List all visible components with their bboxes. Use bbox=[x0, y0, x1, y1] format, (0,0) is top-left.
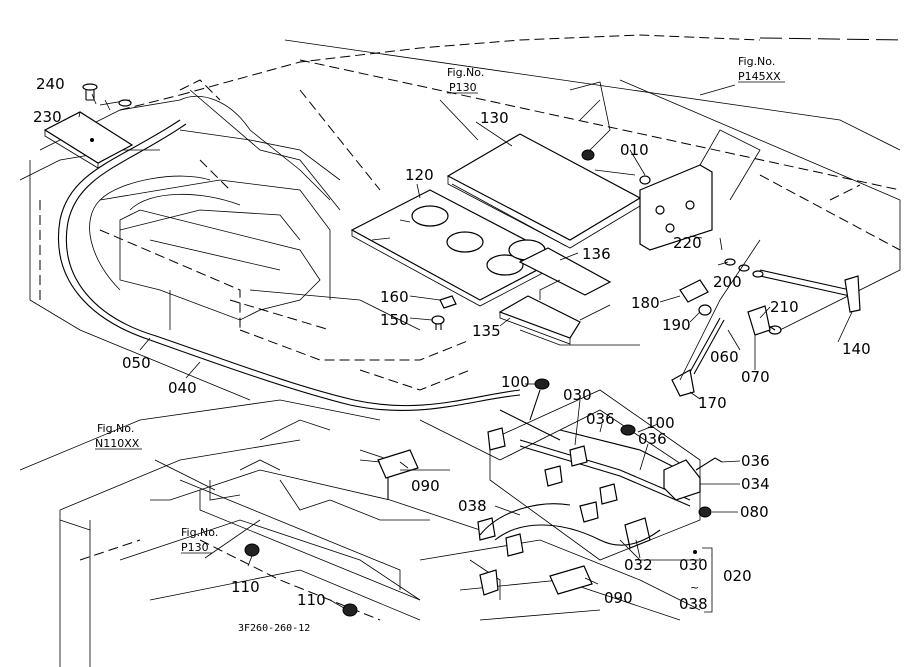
drawing-code: 3F260-260-12 bbox=[238, 623, 310, 634]
fig-ref-code: P145XX bbox=[738, 70, 781, 83]
fig-ref-title: Fig.No. bbox=[181, 526, 218, 539]
part-labels: 240 230 130 120 010 136 220 200 160 150 … bbox=[33, 75, 871, 613]
fig-ref-title: Fig.No. bbox=[447, 66, 484, 79]
range-tilde: ~ bbox=[690, 581, 699, 594]
label-038-lower: 038 bbox=[679, 595, 708, 613]
label-100-lower: 100 bbox=[646, 414, 675, 432]
label-090-lower: 090 bbox=[604, 589, 633, 607]
label-170: 170 bbox=[698, 394, 727, 412]
label-110-left: 110 bbox=[231, 578, 260, 596]
label-050: 050 bbox=[122, 354, 151, 372]
label-034: 034 bbox=[741, 475, 770, 493]
label-036-b: 036 bbox=[638, 430, 667, 448]
label-060: 060 bbox=[710, 348, 739, 366]
label-036-a: 036 bbox=[586, 410, 615, 428]
label-040: 040 bbox=[168, 379, 197, 397]
label-220: 220 bbox=[673, 234, 702, 252]
chassis-frame bbox=[19, 399, 701, 667]
part-136-strip bbox=[518, 247, 612, 296]
label-230: 230 bbox=[33, 108, 62, 126]
label-120: 120 bbox=[405, 166, 434, 184]
control-assembly bbox=[244, 378, 723, 617]
fig-ref-bottom: Fig.No. P130 bbox=[181, 526, 218, 554]
fig-ref-code: N110XX bbox=[95, 437, 140, 450]
label-032: 032 bbox=[624, 556, 653, 574]
label-180: 180 bbox=[631, 294, 660, 312]
label-100-upper: 100 bbox=[501, 373, 530, 391]
part-160-clip bbox=[439, 295, 457, 309]
part-150-screw bbox=[431, 315, 445, 330]
body-outline bbox=[19, 34, 906, 401]
label-240: 240 bbox=[36, 75, 65, 93]
label-160: 160 bbox=[380, 288, 409, 306]
cable-050-040 bbox=[58, 89, 521, 412]
engine-block bbox=[119, 209, 321, 330]
leader-lines bbox=[78, 84, 853, 613]
part-230-plate bbox=[43, 99, 134, 169]
label-030-lower: 030 bbox=[679, 556, 708, 574]
fig-ref-code: P130 bbox=[449, 81, 477, 94]
fig-ref-title: Fig.No. bbox=[738, 55, 775, 68]
label-090-upper: 090 bbox=[411, 477, 440, 495]
fig-ref-top-right: Fig.No. P145XX bbox=[738, 55, 785, 83]
label-150: 150 bbox=[380, 311, 409, 329]
label-036-c: 036 bbox=[741, 452, 770, 470]
fig-ref-top-center: Fig.No. P130 bbox=[447, 66, 484, 94]
label-110-lower: 110 bbox=[297, 591, 326, 609]
fig-ref-left: Fig.No. N110XX bbox=[95, 422, 142, 450]
fig-ref-code: P130 bbox=[181, 541, 209, 554]
label-070: 070 bbox=[741, 368, 770, 386]
label-136: 136 bbox=[582, 245, 611, 263]
label-038: 038 bbox=[458, 497, 487, 515]
part-120-panel bbox=[350, 189, 562, 307]
part-240-bolt bbox=[82, 83, 98, 101]
fig-ref-title: Fig.No. bbox=[97, 422, 134, 435]
label-140: 140 bbox=[842, 340, 871, 358]
label-020: 020 bbox=[723, 567, 752, 585]
label-130: 130 bbox=[480, 109, 509, 127]
part-135-plate bbox=[498, 279, 611, 345]
label-210: 210 bbox=[770, 298, 799, 316]
label-010: 010 bbox=[620, 141, 649, 159]
label-030-upper: 030 bbox=[563, 386, 592, 404]
label-080: 080 bbox=[740, 503, 769, 521]
label-200: 200 bbox=[713, 273, 742, 291]
label-135: 135 bbox=[472, 322, 501, 340]
label-190: 190 bbox=[662, 316, 691, 334]
